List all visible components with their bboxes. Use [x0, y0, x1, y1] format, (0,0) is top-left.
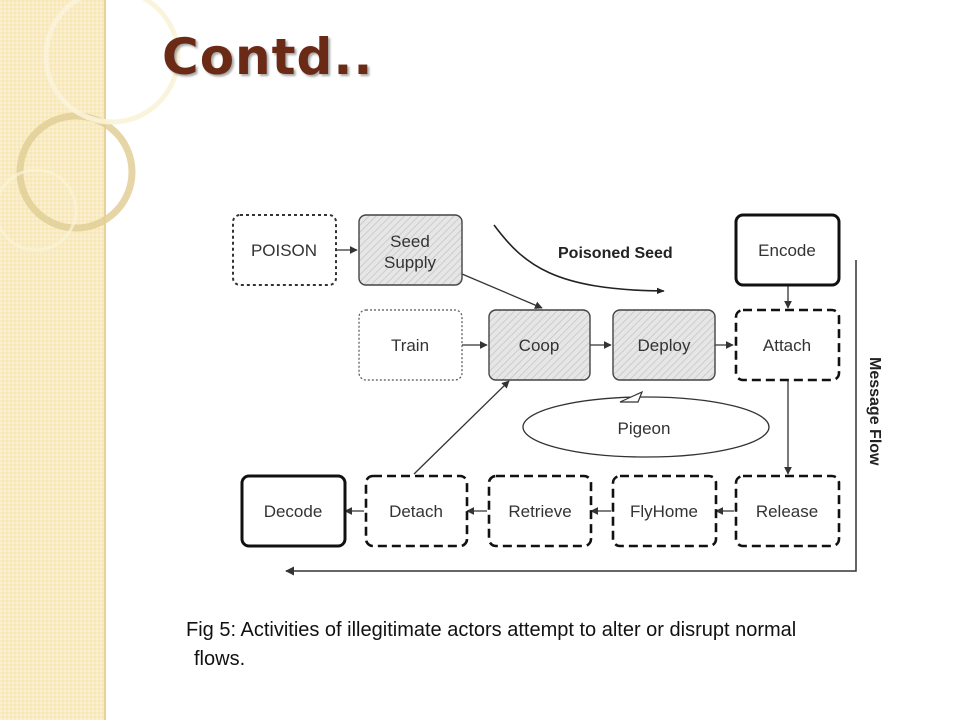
node-retrieve: Retrieve: [487, 474, 593, 548]
figure-caption: Fig 5: Activities of illegitimate actors…: [186, 616, 906, 674]
node-poison-label: POISON: [251, 241, 317, 260]
node-pigeon: Pigeon: [522, 390, 770, 458]
node-flyhome-label: FlyHome: [630, 502, 698, 521]
connector-arrows: [285, 224, 857, 576]
node-seed-supply-label-line1: Seed: [390, 232, 430, 251]
message-flow-diagram: POISON Seed Supply Poisoned Seed Encode …: [232, 213, 883, 576]
node-coop-label: Coop: [519, 336, 560, 355]
node-train-label: Train: [391, 336, 429, 355]
node-release: Release: [734, 474, 841, 548]
figure-caption-line1: Fig 5: Activities of illegitimate actors…: [186, 619, 797, 641]
node-seed-supply: Seed Supply: [358, 214, 463, 286]
page-title: Contd..: [162, 28, 374, 86]
node-decode-label: Decode: [264, 502, 323, 521]
node-flyhome: FlyHome: [611, 474, 718, 548]
node-deploy: Deploy: [612, 309, 716, 381]
node-attach-label: Attach: [763, 336, 811, 355]
node-release-label: Release: [756, 502, 818, 521]
node-retrieve-label: Retrieve: [508, 502, 571, 521]
node-encode: Encode: [734, 213, 841, 287]
figure-caption-line2: flows.: [194, 648, 246, 670]
node-train: Train: [358, 309, 463, 381]
node-poison: POISON: [232, 214, 337, 286]
node-encode-label: Encode: [758, 241, 816, 260]
node-detach-label: Detach: [389, 502, 443, 521]
decorative-rings: [0, 0, 181, 252]
node-detach: Detach: [364, 474, 469, 548]
node-attach: Attach: [734, 308, 841, 382]
message-flow-label: Message Flow: [866, 357, 883, 466]
poisoned-seed-label: Poisoned Seed: [558, 245, 673, 262]
node-deploy-label: Deploy: [638, 336, 691, 355]
node-pigeon-label: Pigeon: [618, 419, 671, 438]
node-seed-supply-label-line2: Supply: [384, 253, 436, 272]
node-decode: Decode: [240, 474, 347, 548]
node-coop: Coop: [488, 309, 591, 381]
